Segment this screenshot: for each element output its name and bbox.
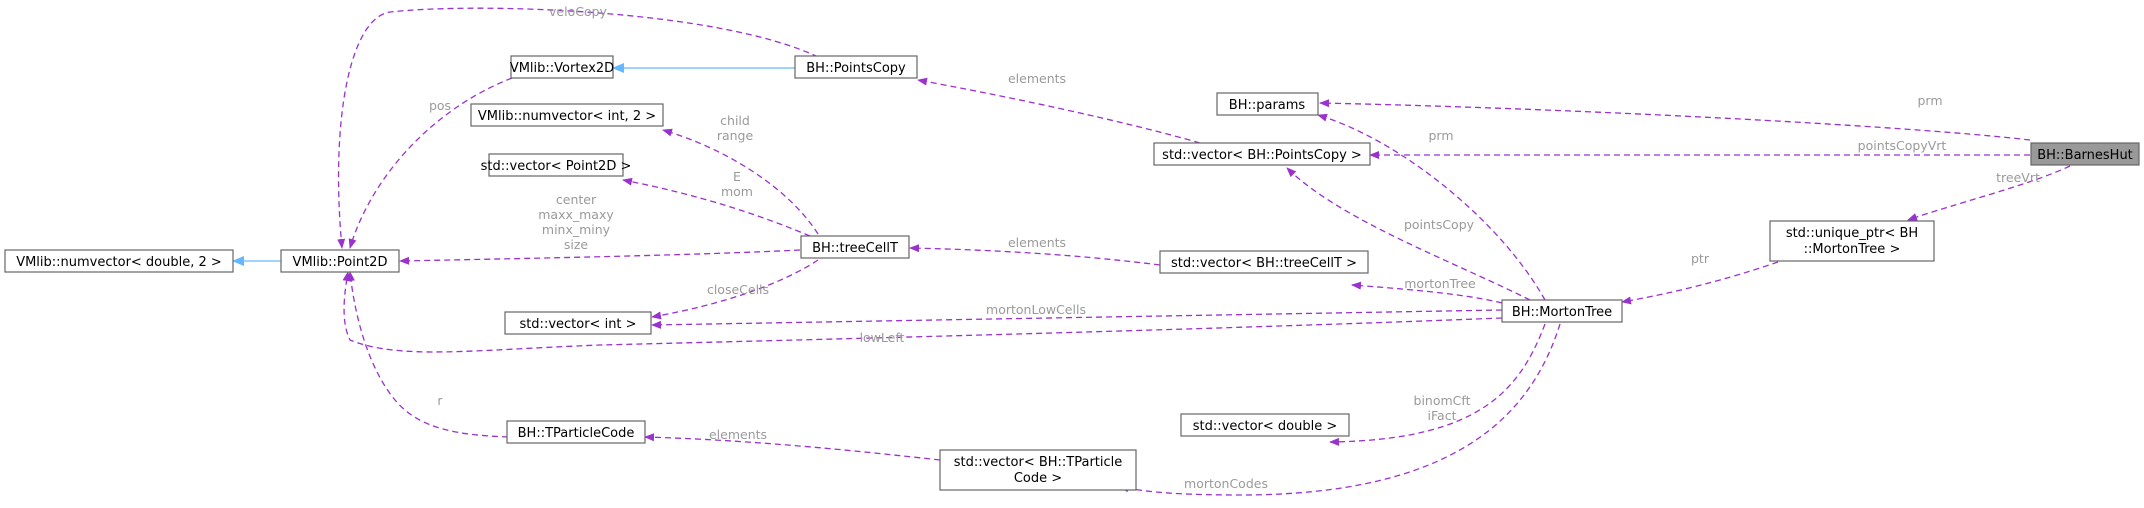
edge-vortex2d-pos-point2d bbox=[348, 77, 513, 249]
label-mortontree: mortonTree bbox=[1404, 276, 1476, 291]
edge-mortontree-lowleft-point2d bbox=[342, 271, 1503, 353]
svg-text:BH::TParticleCode: BH::TParticleCode bbox=[518, 426, 635, 441]
node-mortontree[interactable]: BH::MortonTree bbox=[1501, 299, 1623, 323]
edge-vectparticle-elements-tparticlecode bbox=[644, 433, 941, 461]
svg-text:VMlib::numvector< int, 2 >: VMlib::numvector< int, 2 > bbox=[478, 109, 656, 124]
node-vector-point2d[interactable]: std::vector< Point2D > bbox=[481, 153, 632, 177]
label-prm-barneshut: prm bbox=[1917, 93, 1942, 108]
svg-text:VMlib::Vortex2D: VMlib::Vortex2D bbox=[510, 61, 614, 76]
label-elements-treecell: elements bbox=[1008, 235, 1066, 250]
label-r: r bbox=[437, 393, 443, 408]
edge-treecell-closecells-vecint bbox=[651, 259, 819, 320]
label-pointscopy: pointsCopy bbox=[1404, 217, 1475, 232]
edge-mortontree-binomcft-vecdouble bbox=[1329, 323, 1546, 446]
edge-mortontree-mortontree-vectreecell bbox=[1351, 281, 1503, 304]
label-elements-tparticle: elements bbox=[709, 427, 767, 442]
label-elements-pointscopy: elements bbox=[1008, 71, 1066, 86]
svg-text:::MortonTree >: ::MortonTree > bbox=[1804, 242, 1901, 257]
label-e: E bbox=[733, 169, 741, 184]
edge-treecell-e-mom bbox=[622, 177, 811, 237]
svg-text:std::vector< double >: std::vector< double > bbox=[1193, 419, 1337, 434]
node-vortex2d[interactable]: VMlib::Vortex2D bbox=[510, 55, 614, 79]
label-mom: mom bbox=[721, 184, 753, 199]
label-center: center bbox=[556, 192, 597, 207]
svg-text:std::vector< Point2D >: std::vector< Point2D > bbox=[481, 159, 632, 174]
label-closecells: closeCells bbox=[707, 282, 769, 297]
edge-barneshut-treevrt bbox=[1907, 165, 2071, 221]
node-tparticlecode[interactable]: BH::TParticleCode bbox=[506, 420, 646, 444]
edge-pointscopy-velocopy-point2d bbox=[337, 7, 819, 249]
label-maxx-maxy: maxx_maxy bbox=[538, 207, 614, 222]
label-child: child bbox=[720, 113, 750, 128]
svg-text:std::vector< BH::PointsCopy >: std::vector< BH::PointsCopy > bbox=[1162, 148, 1362, 163]
svg-text:std::vector< BH::treeCellT >: std::vector< BH::treeCellT > bbox=[1171, 256, 1357, 271]
label-mortonlowcells: mortonLowCells bbox=[986, 302, 1086, 317]
node-unique-ptr-mortontree[interactable]: std::unique_ptr< BH ::MortonTree > bbox=[1769, 220, 1935, 262]
svg-text:std::vector< BH::TParticle: std::vector< BH::TParticle bbox=[954, 455, 1123, 470]
edge-vecpointscopy-elements-pointscopy bbox=[917, 77, 1201, 144]
label-minx-miny: minx_miny bbox=[542, 222, 611, 237]
edge-vectreecell-elements-treecell bbox=[909, 244, 1161, 266]
node-numvector-double[interactable]: VMlib::numvector< double, 2 > bbox=[4, 249, 234, 273]
node-pointscopy[interactable]: BH::PointsCopy bbox=[794, 55, 918, 79]
svg-text:VMlib::Point2D: VMlib::Point2D bbox=[293, 255, 388, 270]
edge-mortontree-prm-params bbox=[1317, 113, 1546, 301]
label-pointscopyvrt: pointsCopyVrt bbox=[1858, 138, 1947, 153]
edge-treecell-child-range bbox=[662, 128, 819, 235]
svg-text:BH::MortonTree: BH::MortonTree bbox=[1512, 305, 1612, 320]
svg-text:BH::params: BH::params bbox=[1229, 98, 1306, 113]
node-vector-treecell[interactable]: std::vector< BH::treeCellT > bbox=[1159, 250, 1369, 274]
label-lowleft: lowLeft bbox=[860, 330, 905, 345]
label-treevrt: treeVrt bbox=[1996, 170, 2040, 185]
edge-mortontree-pointscopy bbox=[1286, 167, 1531, 301]
node-numvector-int[interactable]: VMlib::numvector< int, 2 > bbox=[470, 103, 664, 127]
svg-text:VMlib::numvector< double, 2 >: VMlib::numvector< double, 2 > bbox=[16, 255, 222, 270]
label-binomcft: binomCft bbox=[1414, 393, 1471, 408]
svg-text:std::unique_ptr< BH: std::unique_ptr< BH bbox=[1786, 226, 1918, 241]
label-ifact: iFact bbox=[1428, 408, 1457, 423]
svg-text:BH::treeCellT: BH::treeCellT bbox=[812, 241, 898, 256]
svg-text:Code >: Code > bbox=[1014, 471, 1062, 486]
node-point2d[interactable]: VMlib::Point2D bbox=[280, 249, 400, 273]
svg-text:BH::BarnesHut: BH::BarnesHut bbox=[2037, 148, 2133, 163]
svg-text:BH::PointsCopy: BH::PointsCopy bbox=[806, 61, 906, 76]
node-treecell[interactable]: BH::treeCellT bbox=[800, 235, 910, 259]
node-vector-int[interactable]: std::vector< int > bbox=[504, 311, 652, 335]
node-barneshut[interactable]: BH::BarnesHut bbox=[2030, 142, 2140, 166]
label-ptr: ptr bbox=[1691, 251, 1710, 266]
edge-mortontree-mortoncodes-vectparticle bbox=[1119, 323, 1561, 496]
edge-barneshut-prm-params bbox=[1319, 99, 2031, 141]
edge-treecell-center-point2d bbox=[399, 249, 801, 265]
node-vector-double[interactable]: std::vector< double > bbox=[1180, 413, 1350, 437]
edge-uniqueptr-ptr-mortontree bbox=[1621, 261, 1779, 305]
label-velocopy: veloCopy bbox=[549, 4, 608, 19]
edge-tparticlecode-r-point2d bbox=[346, 271, 509, 438]
label-pos: pos bbox=[429, 98, 451, 113]
label-range: range bbox=[717, 128, 754, 143]
node-vector-pointscopy[interactable]: std::vector< BH::PointsCopy > bbox=[1153, 142, 1371, 166]
label-size: size bbox=[564, 237, 589, 252]
label-mortoncodes: mortonCodes bbox=[1184, 476, 1268, 491]
svg-text:std::vector< int >: std::vector< int > bbox=[519, 317, 636, 332]
label-prm-mortontree: prm bbox=[1428, 128, 1453, 143]
node-params[interactable]: BH::params bbox=[1216, 92, 1319, 116]
node-vector-tparticlecode[interactable]: std::vector< BH::TParticle Code > bbox=[939, 449, 1137, 491]
edge-mortontree-mortonlowcells-vecint bbox=[651, 309, 1503, 329]
